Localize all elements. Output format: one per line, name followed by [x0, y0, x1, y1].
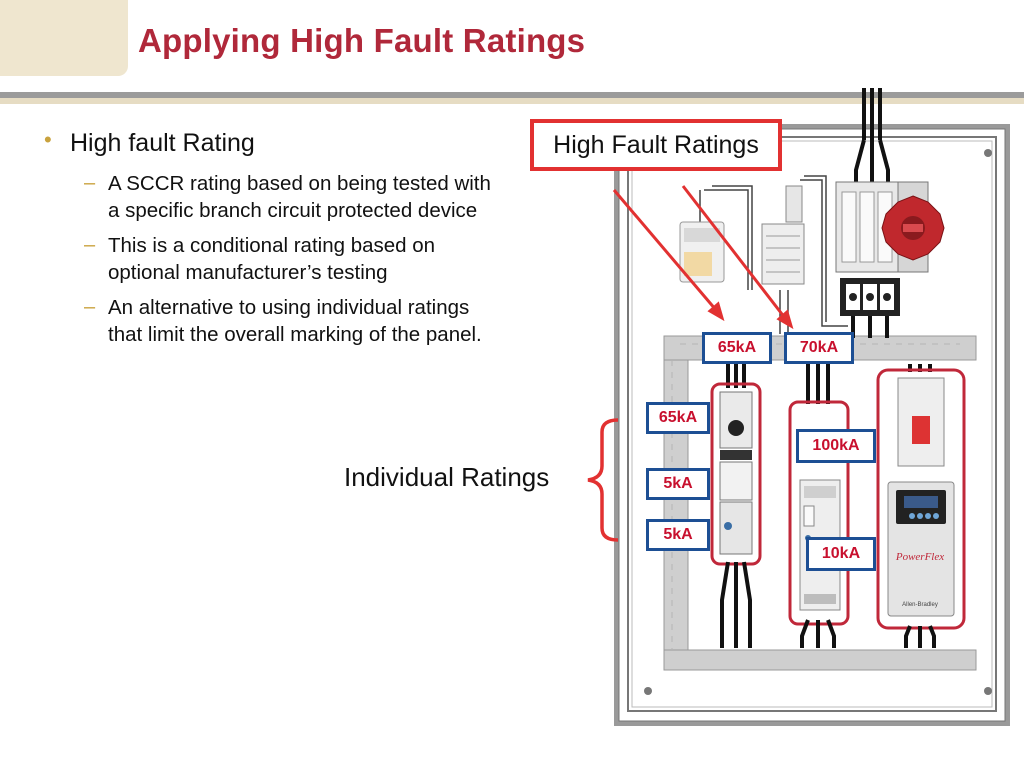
individual-ratings-label: Individual Ratings [344, 462, 550, 492]
fuse-block [840, 278, 900, 316]
rating-label: 70kA [799, 339, 839, 356]
sub-bullet-item: – This is a conditional rating based on … [70, 232, 494, 286]
rating-box: 10kA [806, 537, 876, 571]
header-rule [0, 92, 1024, 98]
curly-brace-icon [587, 418, 619, 542]
slide-title: Applying High Fault Ratings [138, 22, 586, 59]
rating-label: 65kA [717, 339, 757, 356]
terminal-block [761, 185, 805, 285]
header-accent-tab [0, 0, 128, 76]
motor-starter [710, 364, 762, 648]
rating-box: 65kA [646, 402, 710, 434]
pointer-arrows [612, 185, 794, 330]
sub-bullet-list: – A SCCR rating based on being tested wi… [70, 170, 494, 348]
mount-screw-icon [644, 687, 652, 695]
rating-label: 5kA [663, 526, 693, 543]
high-fault-ratings-callout: High Fault Ratings [530, 119, 782, 171]
sub-bullet-text: A SCCR rating based on being tested with… [108, 172, 491, 223]
high-fault-ratings-label: High Fault Ratings [553, 130, 759, 159]
dash-icon: – [84, 296, 96, 319]
rating-label: 5kA [663, 475, 693, 492]
rating-box: 5kA [646, 519, 710, 551]
bullet-text: High fault Rating [70, 129, 255, 157]
rating-label: 10kA [821, 545, 861, 562]
sub-bullet-item: – A SCCR rating based on being tested wi… [70, 170, 494, 224]
mount-screw-icon [984, 149, 992, 157]
sub-bullet-text: This is a conditional rating based on op… [108, 234, 436, 285]
disconnect-handle-icon [881, 195, 945, 261]
rating-box: 5kA [646, 468, 710, 500]
bullet-item: • High fault Rating – A SCCR rating base… [44, 127, 494, 348]
rating-box: 70kA [784, 332, 854, 364]
bullet-list: • High fault Rating – A SCCR rating base… [44, 127, 494, 356]
drive-brand: PowerFlex [895, 551, 944, 563]
mount-screw-icon [984, 687, 992, 695]
rating-box: 100kA [796, 429, 876, 463]
sub-bullet-item: – An alternative to using individual rat… [70, 294, 494, 348]
sub-bullet-text: An alternative to using individual ratin… [108, 296, 482, 347]
rating-label: 100kA [812, 437, 860, 454]
variable-frequency-drive: PowerFlex Allen-Bradley [876, 364, 966, 648]
bullet-dot-icon: • [44, 127, 52, 152]
dash-icon: – [84, 234, 96, 257]
dash-icon: – [84, 172, 96, 194]
power-supply-module [679, 221, 725, 283]
drive-maker: Allen-Bradley [902, 602, 938, 608]
rating-label: 65kA [658, 409, 698, 426]
header-rule-accent [0, 98, 1024, 104]
rating-box: 65kA [702, 332, 772, 364]
